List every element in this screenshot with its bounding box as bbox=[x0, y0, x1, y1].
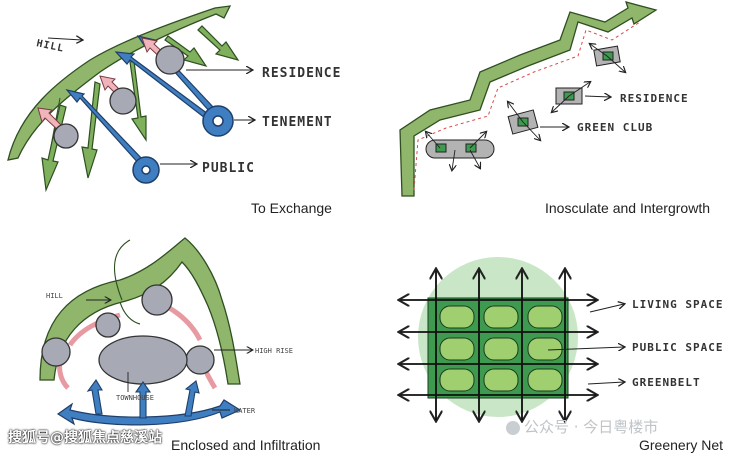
wechat-icon bbox=[506, 420, 520, 435]
residence-circles bbox=[53, 45, 185, 149]
green-zigzag-band bbox=[399, 1, 658, 197]
green-arrows bbox=[41, 25, 240, 193]
panel-enclosed: HILL HIGH RISE TOWNHOUSE WATER Enclosed … bbox=[39, 237, 320, 453]
label-residence-2: RESIDENCE bbox=[620, 92, 689, 105]
water-arrows bbox=[86, 379, 200, 419]
grid-cells bbox=[439, 305, 563, 392]
high-rise-circles bbox=[41, 284, 215, 385]
caption-enclosed: Enclosed and Infiltration bbox=[171, 437, 320, 453]
watermark-right-text: 公众号 · 今日粤楼市 bbox=[524, 418, 659, 436]
hill-band bbox=[7, 5, 232, 161]
panel-greenery-net: LIVING SPACE PUBLIC SPACE GREENBELT Gree… bbox=[400, 257, 723, 453]
caption-inosculate: Inosculate and Intergrowth bbox=[545, 200, 710, 216]
caption-greenery-net: Greenery Net bbox=[639, 437, 723, 453]
water-band bbox=[56, 399, 242, 426]
label-green-club: GREEN CLUB bbox=[577, 121, 653, 134]
panel-inosculate: RESIDENCE GREEN CLUB Inosculate and Inte… bbox=[399, 1, 710, 216]
label-greenbelt: GREENBELT bbox=[632, 376, 701, 389]
label-living-space: LIVING SPACE bbox=[632, 298, 723, 311]
label-townhouse: TOWNHOUSE bbox=[116, 394, 154, 402]
grid-arrows bbox=[400, 270, 596, 420]
radiating-arrows bbox=[426, 44, 625, 170]
label-water: WATER bbox=[234, 407, 256, 415]
label-public-space: PUBLIC SPACE bbox=[632, 341, 723, 354]
label-high-rise: HIGH RISE bbox=[255, 347, 293, 355]
panel-to-exchange: HILL RESIDENCE TENEMENT PUBLIC To Exchan… bbox=[7, 5, 341, 216]
label-tenement: TENEMENT bbox=[262, 115, 333, 130]
caption-to-exchange: To Exchange bbox=[251, 200, 332, 216]
label-public-1: PUBLIC bbox=[202, 161, 255, 176]
watermark-right: 公众号 · 今日粤楼市 bbox=[506, 416, 658, 437]
tenement-circles bbox=[132, 105, 234, 184]
hill-arch bbox=[39, 237, 241, 385]
label-hill-1: HILL bbox=[35, 38, 65, 55]
label-residence-1: RESIDENCE bbox=[262, 66, 341, 81]
label-hill-2: HILL bbox=[46, 292, 63, 300]
watermark-left: 搜狐号@搜狐焦点慈溪站 bbox=[8, 430, 162, 446]
